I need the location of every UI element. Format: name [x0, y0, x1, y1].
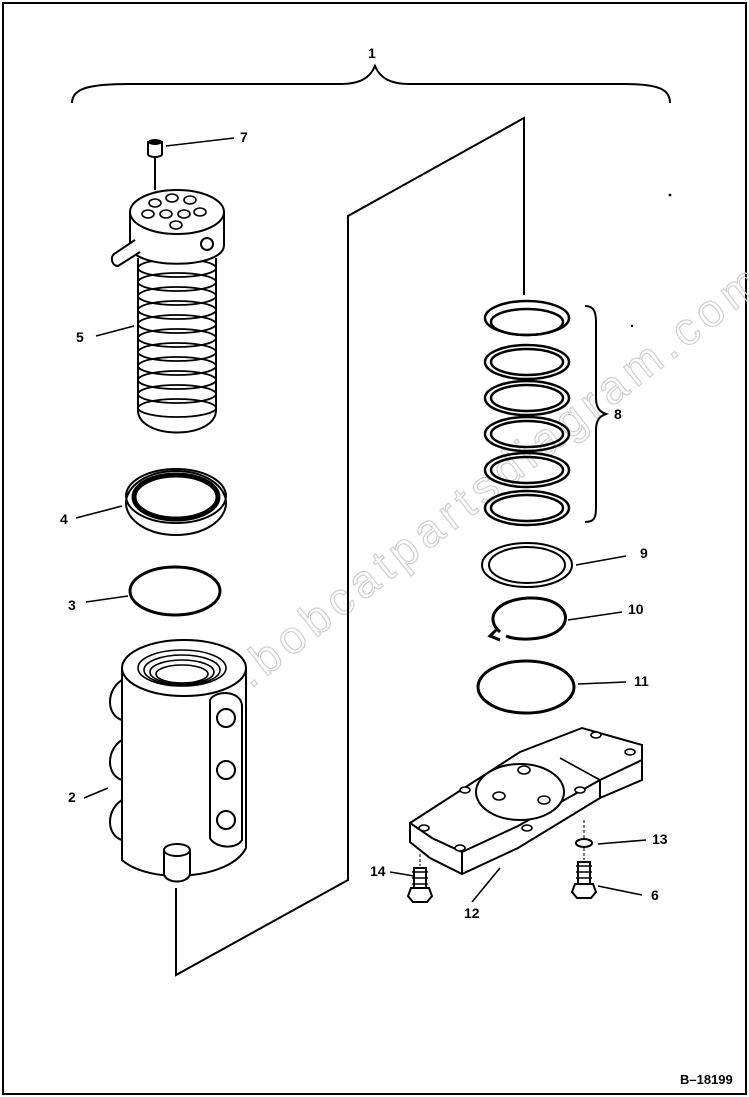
callout-2: 2 [68, 789, 76, 805]
callout-4: 4 [60, 511, 68, 527]
spring-part [483, 299, 571, 527]
washer-part [481, 542, 573, 588]
base-plate-part [409, 726, 643, 876]
callout-10: 10 [628, 601, 644, 617]
lock-washer-part [575, 838, 593, 848]
bolt-left-part [406, 854, 434, 903]
leader-lines [75, 137, 647, 903]
speck-mark [630, 324, 634, 328]
figure-reference: B–18199 [680, 1072, 733, 1087]
bolt-right-part [570, 848, 598, 899]
callout-13: 13 [652, 831, 668, 847]
callout-7: 7 [240, 129, 248, 145]
callout-9: 9 [640, 545, 648, 561]
callout-14: 14 [370, 863, 386, 879]
assembly-brace [71, 63, 671, 104]
o-ring-part [128, 565, 222, 617]
callout-3: 3 [68, 597, 76, 613]
callout-1: 1 [368, 45, 376, 61]
callout-6: 6 [651, 887, 659, 903]
swivel-stem-part [110, 189, 225, 434]
callout-5: 5 [76, 329, 84, 345]
plug-part [147, 139, 163, 190]
housing-part [109, 639, 247, 883]
callout-11: 11 [634, 673, 649, 689]
callout-12: 12 [464, 905, 480, 921]
seal-part [125, 468, 227, 536]
speck-mark [668, 193, 672, 197]
assembly-connector-line [175, 116, 525, 977]
callout-8: 8 [614, 406, 622, 422]
o-ring-large-part [476, 659, 576, 715]
spring-bracket [584, 305, 610, 523]
snap-ring-part [487, 596, 567, 642]
